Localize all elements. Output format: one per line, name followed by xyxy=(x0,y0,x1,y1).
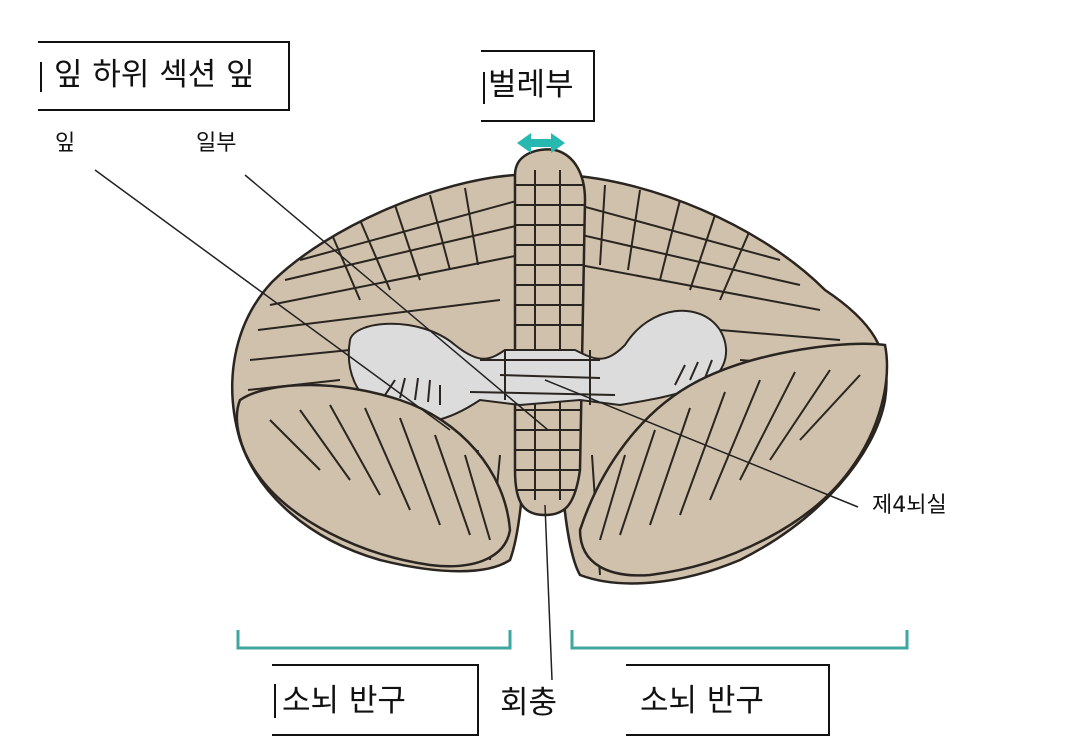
left-hemisphere-bracket xyxy=(236,630,512,650)
left-anterior-lobe xyxy=(235,383,512,568)
hemisphere-left-box xyxy=(272,664,479,736)
vermis-bottom-label: 회충 xyxy=(500,685,558,721)
part-label: 일부 xyxy=(196,131,237,156)
folium-label: 잎 xyxy=(55,131,76,156)
leader-vermis xyxy=(544,504,553,681)
section-title-label: 잎 하위 섹션 잎 xyxy=(54,57,255,93)
section-title-bar xyxy=(40,62,42,92)
section-title-box xyxy=(38,41,290,111)
leader-lines xyxy=(94,169,859,681)
anterior-lobe-folia xyxy=(269,369,861,541)
hemisphere-brackets xyxy=(236,630,909,650)
hemisphere-left-bar xyxy=(274,684,276,718)
vermis-top-bar xyxy=(483,72,485,104)
leader-part xyxy=(244,174,549,431)
right-hemisphere-bracket xyxy=(570,630,909,650)
vermis-top-box xyxy=(481,50,595,122)
hemisphere-left-label: 소뇌 반구 xyxy=(282,683,406,719)
hemisphere-right-label: 소뇌 반구 xyxy=(640,683,764,719)
leader-folium xyxy=(94,169,451,431)
right-anterior-lobe xyxy=(578,342,889,577)
hemisphere-right-box xyxy=(626,664,830,736)
inner-structure-lines xyxy=(384,350,713,405)
vermis-width-arrow xyxy=(517,133,565,153)
leader-fourth-ventricle xyxy=(544,379,859,508)
fourth-ventricle-label: 제4뇌실 xyxy=(872,493,947,518)
vermis-top-label: 벌레부 xyxy=(488,67,574,103)
